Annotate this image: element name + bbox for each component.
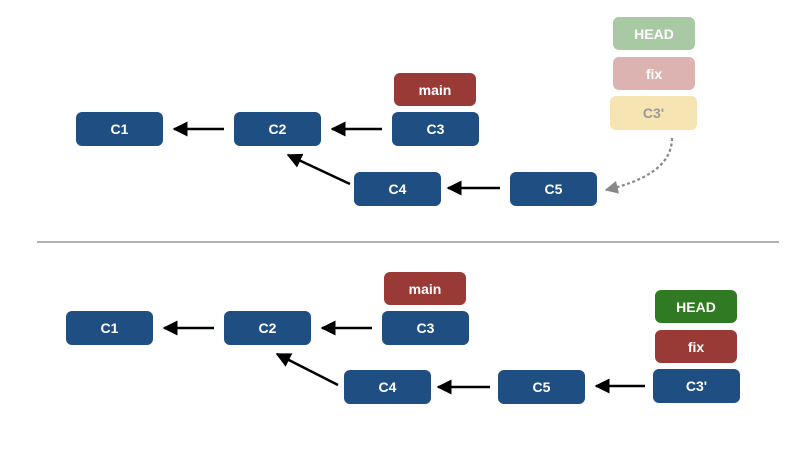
top-branch-fix-faded: fix: [613, 57, 695, 90]
top-commit-c3: C3: [392, 112, 479, 146]
bottom-commit-c3prime: C3': [653, 369, 740, 403]
bottom-branch-fix: fix: [655, 330, 737, 363]
top-commit-c1: C1: [76, 112, 163, 146]
bottom-branch-main: main: [384, 272, 466, 305]
bottom-commit-c4: C4: [344, 370, 431, 404]
bottom-commit-c5: C5: [498, 370, 585, 404]
bottom-commit-c3: C3: [382, 311, 469, 345]
top-commit-c2: C2: [234, 112, 321, 146]
top-commit-c5: C5: [510, 172, 597, 206]
top-branch-main: main: [394, 73, 476, 106]
top-commit-c3prime-faded: C3': [610, 96, 697, 130]
bottom-head-label: HEAD: [655, 290, 737, 323]
bottom-commit-c1: C1: [66, 311, 153, 345]
top-head-label-faded: HEAD: [613, 17, 695, 50]
arrow-bottom-c4-c2: [275, 352, 339, 387]
arrow-top-c4-c2: [286, 153, 351, 186]
bottom-commit-c2: C2: [224, 311, 311, 345]
arrow-top-c3prime-c5-dashed: [604, 137, 674, 194]
top-commit-c4: C4: [354, 172, 441, 206]
